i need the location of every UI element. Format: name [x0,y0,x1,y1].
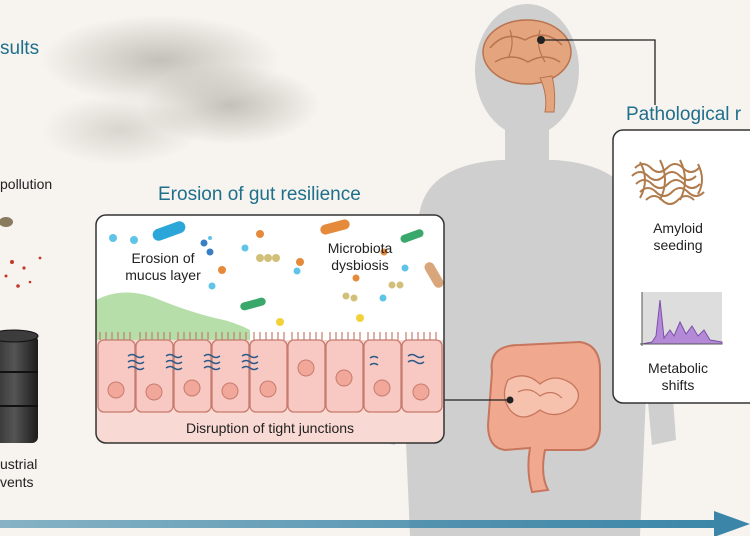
gut-panel [95,214,445,444]
tight-junctions [127,353,425,371]
metabolic-label-line1: Metabolic [648,360,708,376]
epithelial-cells [97,339,443,413]
timeline-arrow [0,511,750,536]
microvilli [99,332,437,340]
industrial-label-line1: ustrial [0,456,38,472]
gut-panel-title: Erosion of gut resilience [158,184,361,205]
tight-junctions-label: Disruption of tight junctions [185,420,355,436]
mucus-label-line1: Erosion of [131,250,195,266]
section-title-results: sults [0,38,40,59]
mucus-layer [96,292,250,345]
industrial-label-line2: vents [0,474,34,490]
smoke-cloud [40,15,320,165]
amyloid-fibrils-icon [631,159,705,205]
colon-icon [486,340,601,494]
amyloid-label-line2: seeding [653,237,703,253]
microbiota-label-line1: Microbiota [327,240,393,256]
metabolic-label-line2: shifts [661,377,695,393]
pathology-panel-title: Pathological r [626,104,742,125]
microbiota [109,219,444,326]
brain-connector-line [541,39,656,105]
pollution-label: pollution [0,176,53,192]
mucus-label-line2: mucus layer [125,267,201,283]
pollution-particles [0,217,42,288]
microbiota-label-line2: dysbiosis [331,257,389,273]
metabolic-spectrum-icon [640,292,723,346]
amyloid-label-line1: Amyloid [653,220,703,236]
pathology-panel [612,129,750,404]
barrel-icon [0,329,39,443]
